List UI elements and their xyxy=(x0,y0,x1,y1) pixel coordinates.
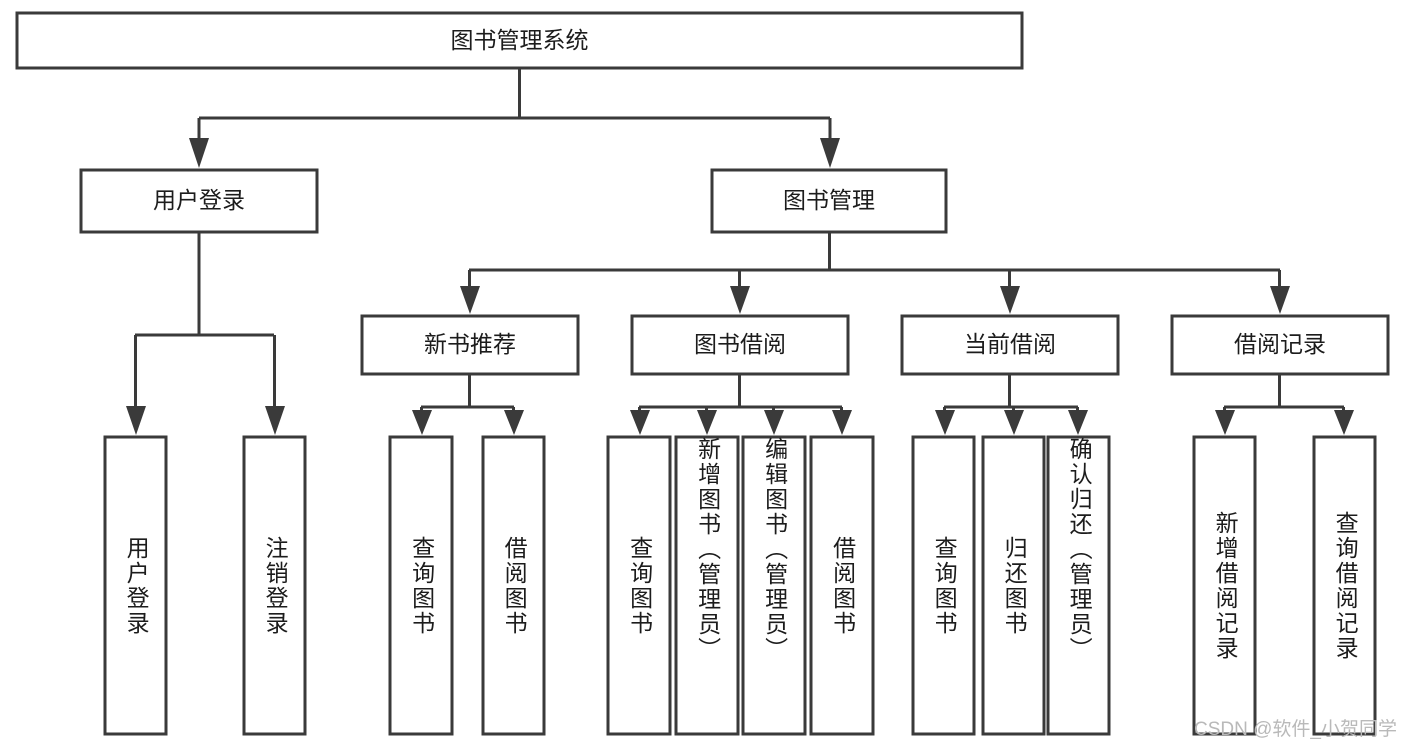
node-book-manage[interactable]: 图书管理 xyxy=(710,168,948,234)
arrow-head-leaf-query-book-3 xyxy=(935,410,955,435)
arrow-head-leaf-query-record xyxy=(1334,410,1354,435)
arrow-head-leaf-add-book xyxy=(697,410,717,435)
node-current-borrow-label: 当前借阅 xyxy=(964,331,1056,357)
arrow-head-leaf-confirm-return xyxy=(1068,410,1088,435)
connector-group-book-borrow xyxy=(630,374,852,435)
arrow-head-new-book xyxy=(460,286,480,314)
node-book-borrow[interactable]: 图书借阅 xyxy=(630,314,850,376)
connector-group-new-book xyxy=(412,374,524,435)
node-user-login[interactable]: 用户登录 xyxy=(79,168,319,234)
connector-group-root xyxy=(189,68,840,168)
arrow-head-leaf-logout xyxy=(265,406,285,435)
connector-group-current-borrow xyxy=(935,374,1088,435)
connector-group-user-login xyxy=(126,232,285,435)
arrow-head-borrow-record xyxy=(1270,286,1290,314)
connector-group-borrow-record xyxy=(1215,374,1354,435)
leaf-box-query-record[interactable] xyxy=(1312,435,1377,736)
arrow-head-user-login xyxy=(189,138,209,168)
node-borrow-record-label: 借阅记录 xyxy=(1234,331,1326,357)
leaf-box-query-book-3[interactable] xyxy=(911,435,976,736)
arrow-head-leaf-user-login xyxy=(126,406,146,435)
leaf-box-add-record[interactable] xyxy=(1192,435,1257,736)
connector-group-book-manage xyxy=(460,232,1290,314)
arrow-head-leaf-query-book-2 xyxy=(630,410,650,435)
leaf-box-confirm-return[interactable] xyxy=(1046,435,1111,736)
leaf-box-borrow-book-1[interactable] xyxy=(481,435,546,736)
node-root-system[interactable]: 图书管理系统 xyxy=(15,11,1024,70)
node-current-borrow[interactable]: 当前借阅 xyxy=(900,314,1120,376)
node-root-system-label: 图书管理系统 xyxy=(451,27,589,53)
arrow-head-book-manage xyxy=(820,138,840,168)
leaf-box-logout[interactable] xyxy=(242,435,307,736)
leaf-box-add-book[interactable] xyxy=(674,435,740,736)
leaf-box-borrow-book-2[interactable] xyxy=(809,435,875,736)
arrow-head-current-borrow xyxy=(1000,286,1020,314)
node-borrow-record[interactable]: 借阅记录 xyxy=(1170,314,1390,376)
arrow-head-leaf-add-record xyxy=(1215,410,1235,435)
leaf-box-user-login[interactable] xyxy=(103,435,168,736)
leaf-box-return-book[interactable] xyxy=(981,435,1046,736)
arrow-head-leaf-borrow-book-2 xyxy=(832,410,852,435)
arrow-head-leaf-edit-book xyxy=(764,410,784,435)
leaf-box-query-book-1[interactable] xyxy=(388,435,454,736)
leaf-box-query-book-2[interactable] xyxy=(606,435,672,736)
node-book-manage-label: 图书管理 xyxy=(783,187,875,213)
arrow-head-leaf-return-book xyxy=(1004,410,1024,435)
leaf-box-edit-book[interactable] xyxy=(741,435,807,736)
node-book-borrow-label: 图书借阅 xyxy=(694,331,786,357)
arrow-head-borrow xyxy=(730,286,750,314)
arrow-head-leaf-borrow-book-1 xyxy=(504,410,524,435)
node-user-login-label: 用户登录 xyxy=(153,187,245,213)
node-new-book-recommend-label: 新书推荐 xyxy=(424,331,516,357)
arrow-head-leaf-query-book-1 xyxy=(412,410,432,435)
node-new-book-recommend[interactable]: 新书推荐 xyxy=(360,314,580,376)
